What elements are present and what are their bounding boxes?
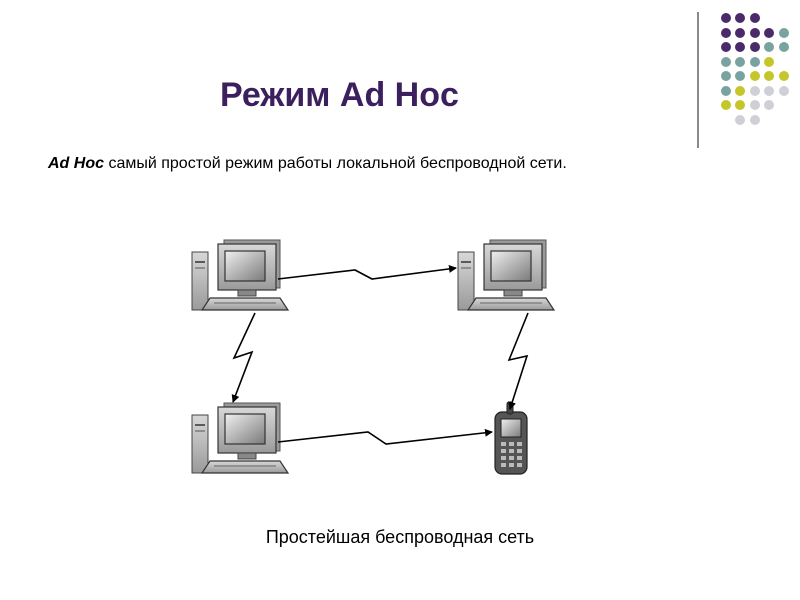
decorative-dot-grid [0, 0, 800, 140]
decorative-dot [764, 42, 774, 52]
decorative-dot [735, 42, 745, 52]
decorative-dot [720, 71, 731, 81]
decorative-dot [735, 56, 745, 67]
decorative-dot [749, 27, 760, 38]
slide-title: Режим Ad Hoc [220, 76, 459, 114]
intro-description: самый простой режим работы локальной бес… [104, 155, 567, 172]
decorative-dot [735, 114, 745, 125]
decorative-dot [749, 56, 760, 67]
decorative-dot [764, 56, 774, 67]
decorative-dot [749, 114, 760, 125]
decorative-dot [720, 56, 731, 67]
decorative-dot [764, 85, 774, 96]
decorative-dot [735, 85, 745, 96]
decorative-dot [749, 42, 760, 52]
decorative-dot [778, 71, 789, 81]
decorative-dot [735, 100, 745, 110]
decorative-dot [778, 42, 789, 52]
intro-text: Ad Hoc самый простой режим работы локаль… [48, 155, 768, 173]
decorative-dot [749, 85, 760, 96]
computer-icon-top-right [457, 239, 555, 311]
mobile-phone-icon [494, 401, 528, 475]
vertical-divider [697, 12, 699, 148]
decorative-dot [735, 71, 745, 81]
computer-icon-bottom-left [191, 402, 289, 474]
decorative-dot [735, 13, 745, 23]
decorative-dot [778, 27, 789, 38]
decorative-dot [778, 85, 789, 96]
wireless-link-top [277, 264, 457, 280]
decorative-dot [720, 85, 731, 96]
decorative-dot [764, 71, 774, 81]
decorative-dot [720, 100, 731, 110]
diagram-caption: Простейшая беспроводная сеть [265, 527, 535, 547]
intro-term: Ad Hoc [48, 155, 104, 172]
wireless-link-right [507, 312, 529, 410]
decorative-dot [749, 13, 760, 23]
computer-icon-top-left [191, 239, 289, 311]
decorative-dot [764, 27, 774, 38]
decorative-dot [735, 27, 745, 38]
decorative-dot [720, 27, 731, 38]
decorative-dot [720, 13, 731, 23]
wireless-link-bottom [277, 428, 493, 445]
decorative-dot [749, 71, 760, 81]
wireless-link-left [231, 312, 256, 403]
decorative-dot [764, 100, 774, 110]
decorative-dot [749, 100, 760, 110]
decorative-dot [720, 42, 731, 52]
